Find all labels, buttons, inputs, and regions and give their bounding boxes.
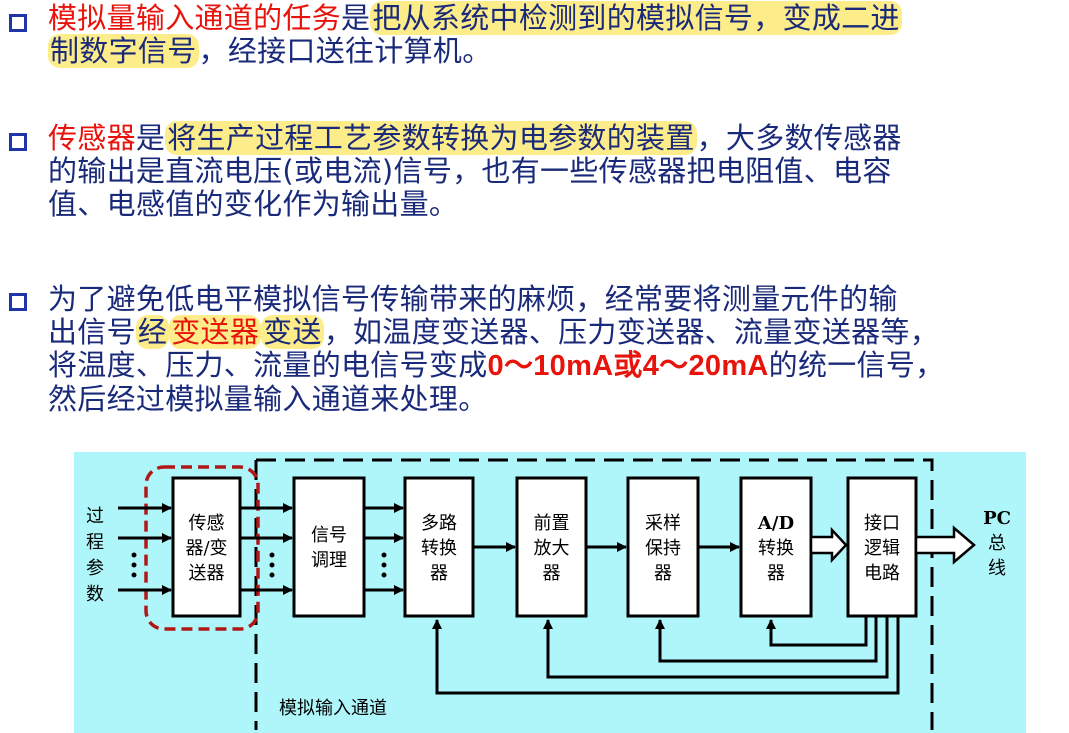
ellipsis-dot	[131, 552, 137, 558]
text-run: ，大多数传感器	[696, 121, 902, 155]
input-label: 数	[86, 584, 104, 605]
text-run: 将生产过程工艺参数转换为电参数的装置	[165, 121, 697, 155]
control-line-preamp	[543, 616, 889, 679]
text-run: 传感器	[48, 121, 136, 155]
block-label: 器	[767, 563, 785, 584]
block-label: 器	[543, 563, 561, 584]
preamplifier-block	[515, 476, 588, 618]
block-label: 转换	[421, 538, 457, 559]
bullet-text-1: 模拟量输入通道的任务是把从系统中检测到的模拟信号，变成二进制数字信号，经接口送往…	[48, 1, 1048, 68]
signal-conditioning-block	[292, 476, 366, 618]
sensor-transmitter-block	[171, 476, 242, 618]
block-label: 采样	[645, 513, 681, 534]
ellipsis-dot	[269, 572, 275, 578]
channel-label: 模拟输入通道	[279, 698, 387, 719]
text-run: 经	[135, 315, 170, 349]
text-run: ，经接口送往计算机。	[198, 34, 492, 68]
ellipsis-dot	[381, 572, 387, 578]
ellipsis-dot	[269, 552, 275, 558]
block-label: A/D	[757, 513, 794, 534]
text-run: 是	[341, 1, 371, 35]
text-run: 制数字信号	[48, 34, 199, 68]
ellipsis-dot	[131, 562, 137, 568]
text-run: ，如温度变送器、压力变送器、流量变送器等，	[323, 315, 940, 349]
text-run: 0～10mA或4～20mA	[487, 350, 769, 382]
bullet-text-2: 传感器是将生产过程工艺参数转换为电参数的装置，大多数传感器的输出是直流电压(或电…	[48, 121, 1048, 221]
text-run: 为了避免低电平模拟信号传输带来的麻烦，经常要将测量元件的输	[48, 282, 898, 316]
bullet-marker-3	[9, 293, 27, 311]
text-run: 然后经过模拟量输入通道来处理。	[48, 382, 488, 416]
text-run: 将温度、压力、流量的电信号变成	[48, 348, 488, 382]
block-label: 放大	[534, 538, 570, 559]
sensor-highlight-border	[144, 465, 260, 631]
channel-dashed-border	[254, 458, 934, 730]
block-label: 器	[654, 563, 672, 584]
text-run: 是	[135, 121, 166, 155]
control-line-mux	[432, 616, 900, 695]
block-label: 器	[430, 563, 448, 584]
block-label: 前置	[534, 513, 570, 534]
text-run: 的统一信号，	[768, 348, 945, 382]
text-run: 变送器	[169, 315, 262, 349]
bullet-marker-2	[9, 133, 27, 151]
ellipsis-dot	[269, 562, 275, 568]
control-line-sample-hold	[655, 616, 878, 663]
text-run: 把从系统中检测到的模拟信号，变成二进	[370, 1, 902, 35]
block-label: 逻辑	[864, 538, 900, 559]
block-label: 信号	[311, 525, 347, 546]
pc-bus-arrow	[914, 525, 976, 565]
text-run: 模拟量输入通道的任务	[48, 1, 342, 35]
block-label: 电路	[864, 563, 900, 584]
control-line-ad	[766, 616, 868, 647]
output-label: 线	[988, 558, 1006, 579]
block-label: 接口	[864, 513, 900, 534]
ellipsis-dot	[381, 562, 387, 568]
block-label: 多路	[421, 513, 457, 534]
text-run: 值、电感值的变化作为输出量。	[48, 187, 459, 221]
block-label: 送器	[189, 563, 225, 584]
ad-converter-block	[739, 476, 813, 618]
bullet-marker-1	[9, 14, 27, 32]
block-label: 保持	[645, 538, 681, 559]
block-label: 器/变	[185, 538, 227, 559]
bullet-text-3: 为了避免低电平模拟信号传输带来的麻烦，经常要将测量元件的输出信号经变送器变送，如…	[48, 283, 1048, 416]
block-label: 传感	[189, 513, 225, 534]
text-run: 的输出是直流电压(或电流)信号，也有一些传感器把电阻值、电容	[48, 154, 892, 188]
output-label: PC	[983, 508, 1011, 529]
input-label: 程	[86, 532, 104, 553]
block-label: 调理	[311, 550, 347, 571]
input-label: 过	[86, 506, 104, 527]
ellipsis-dot	[381, 552, 387, 558]
ellipsis-dot	[131, 572, 137, 578]
input-label: 参	[86, 558, 104, 579]
text-run: 出信号	[48, 315, 136, 349]
data-bus-arrow	[809, 526, 848, 564]
output-label: 总	[988, 533, 1006, 554]
text-run: 变送	[261, 315, 324, 349]
block-label: 转换	[758, 538, 794, 559]
interface-logic-block	[846, 476, 918, 618]
